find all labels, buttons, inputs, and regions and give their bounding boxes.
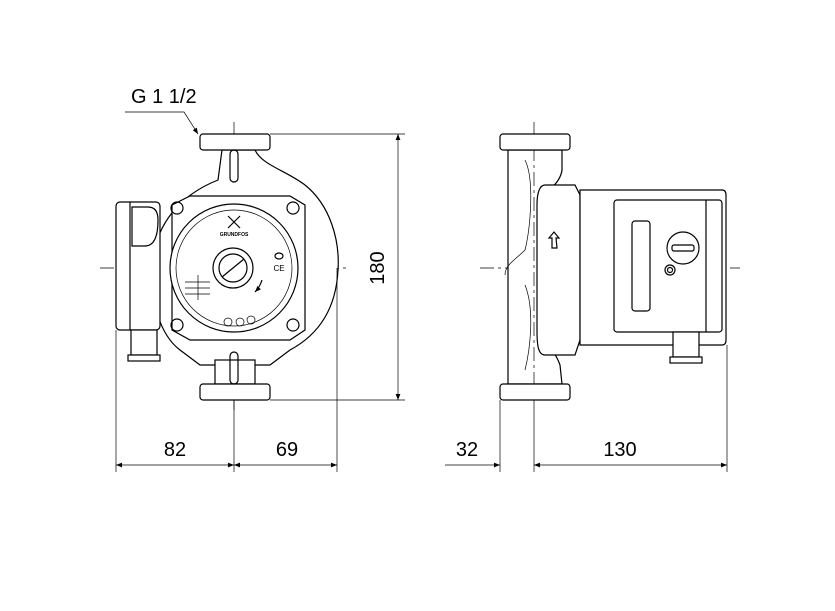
ce-mark: CE bbox=[273, 264, 284, 273]
side-bottom-flange bbox=[499, 383, 571, 401]
connection-size-label: G 1 1/2 bbox=[131, 86, 197, 108]
bolt-hole bbox=[286, 201, 300, 215]
bolt-hole bbox=[170, 318, 184, 332]
front-width-dimensions: 82 69 bbox=[115, 268, 338, 472]
terminal-box bbox=[115, 201, 161, 331]
right-width-label: 69 bbox=[276, 439, 298, 461]
cable-gland bbox=[130, 329, 158, 356]
left-width-label: 82 bbox=[164, 439, 186, 461]
flow-arrow-icon bbox=[547, 231, 561, 249]
bolt-hole bbox=[286, 318, 300, 332]
side-top-flange bbox=[499, 133, 571, 151]
connection-leader bbox=[125, 111, 199, 135]
pump-head-side bbox=[536, 184, 581, 356]
grundfos-logo-icon bbox=[227, 215, 241, 229]
indicator-window bbox=[631, 220, 651, 312]
rotation-arrow-icon bbox=[254, 279, 263, 293]
front-view: GRUNDFOS CE bbox=[100, 122, 350, 410]
side-offset-label: 32 bbox=[456, 439, 478, 461]
nameplate-lines bbox=[185, 275, 210, 300]
bottom-flange bbox=[199, 383, 271, 401]
brand-label: GRUNDFOS bbox=[220, 232, 249, 238]
side-length-label: 130 bbox=[603, 439, 636, 461]
top-flange bbox=[199, 133, 271, 151]
side-view bbox=[480, 122, 740, 410]
height-dimension: 180 bbox=[270, 133, 405, 401]
height-label: 180 bbox=[367, 251, 389, 284]
speed-selector-knob[interactable] bbox=[666, 231, 700, 265]
bolt-hole bbox=[170, 201, 184, 215]
side-cable-gland bbox=[672, 331, 700, 358]
bottom-neck bbox=[214, 359, 256, 385]
side-width-dimensions: 32 130 bbox=[445, 345, 728, 472]
